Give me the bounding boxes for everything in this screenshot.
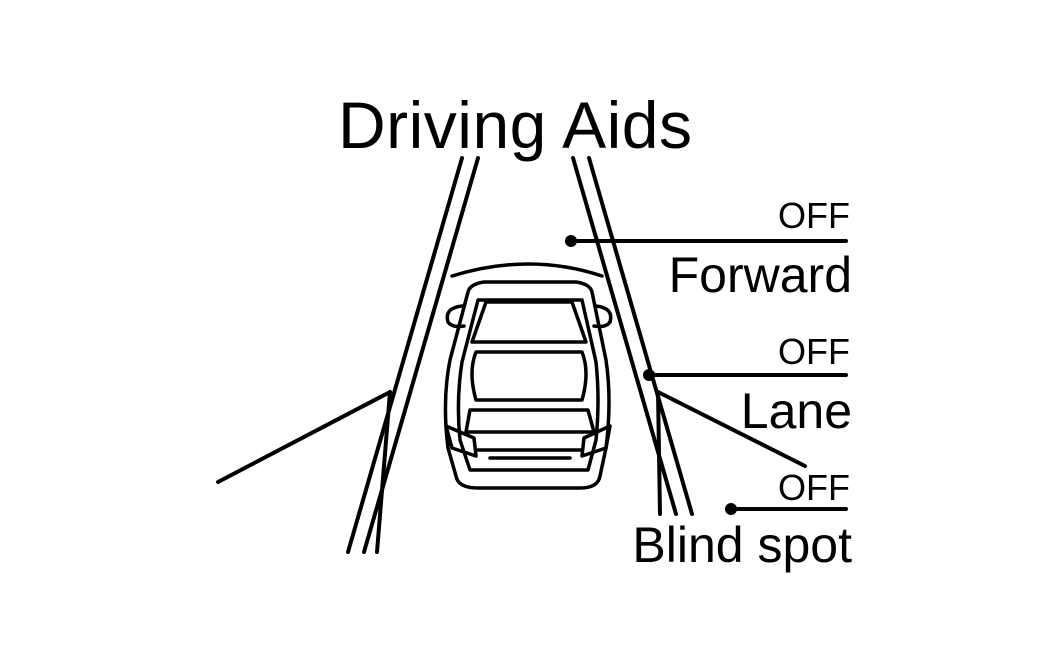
diagram-title: Driving Aids [338, 88, 693, 162]
blind-spot-state: OFF [778, 467, 850, 508]
left-lane-lines [346, 156, 480, 554]
forward-label: Forward [668, 247, 852, 303]
right-road-edge [656, 390, 807, 516]
left-road-edge [216, 390, 392, 554]
blind-spot-label: Blind spot [632, 517, 852, 573]
car-icon [443, 262, 613, 490]
forward-leader [565, 235, 848, 247]
forward-state: OFF [778, 195, 850, 236]
blind-spot-leader [725, 503, 848, 515]
lane-state: OFF [778, 331, 850, 372]
lane-label: Lane [740, 383, 852, 439]
lane-leader [643, 369, 848, 381]
